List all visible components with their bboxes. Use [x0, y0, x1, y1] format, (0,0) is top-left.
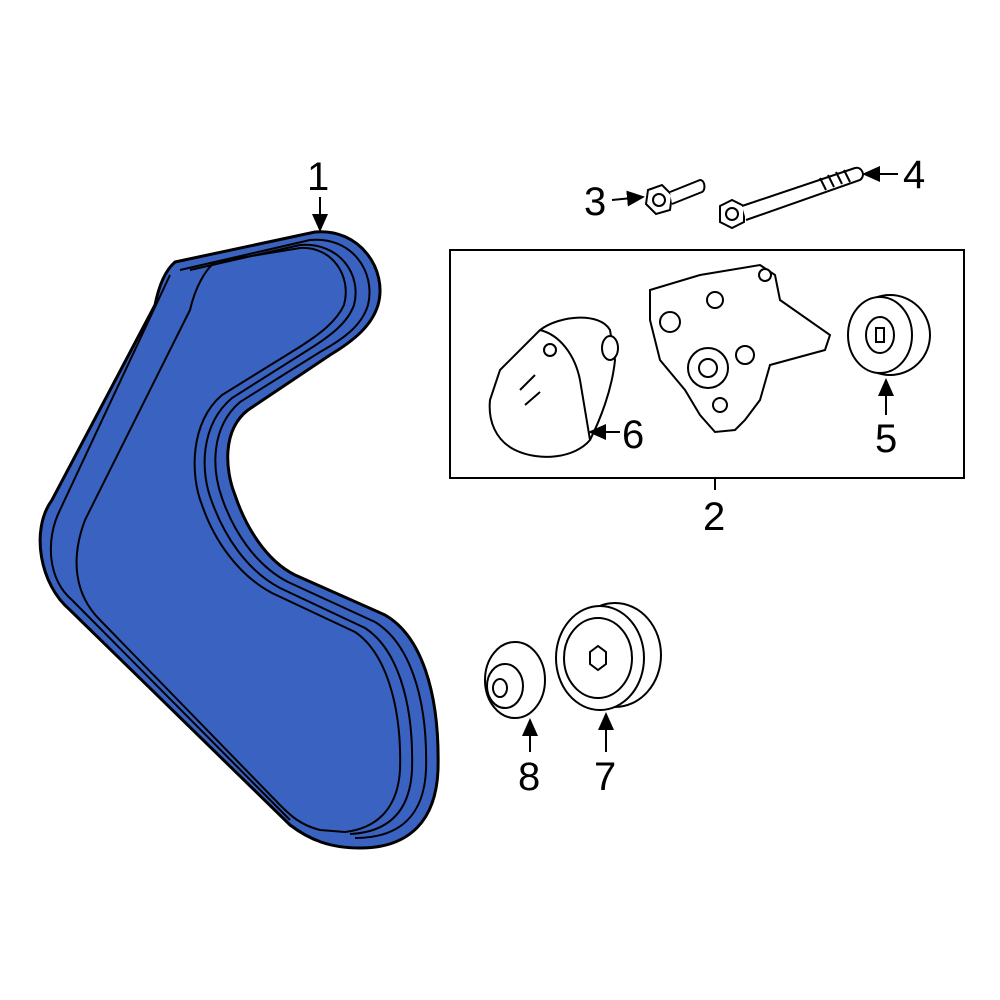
assembly-frame — [449, 249, 965, 479]
callout-label: 4 — [903, 153, 925, 197]
tensioner-bracket[interactable] — [649, 263, 832, 434]
callout-3[interactable]: 3 — [584, 180, 645, 224]
callout-7[interactable]: 7 — [594, 712, 616, 799]
callout-1[interactable]: 1 — [307, 155, 329, 232]
leader-arrow — [611, 190, 645, 207]
callout-label: 2 — [703, 495, 725, 539]
callout-4[interactable]: 4 — [862, 153, 925, 197]
callout-2[interactable]: 2 — [703, 478, 725, 539]
callout-5[interactable]: 5 — [875, 378, 897, 461]
callout-label: 8 — [518, 755, 540, 799]
pulley-cap[interactable] — [484, 641, 546, 719]
tensioner[interactable] — [488, 316, 619, 458]
callout-label: 6 — [622, 413, 644, 457]
callout-8[interactable]: 8 — [518, 718, 540, 799]
bolt[interactable] — [644, 178, 706, 216]
long-bolt[interactable] — [719, 166, 864, 230]
callout-6[interactable]: 6 — [588, 413, 644, 457]
idler-pulley[interactable] — [847, 294, 931, 376]
callout-label: 3 — [584, 180, 606, 224]
callout-label: 7 — [594, 755, 616, 799]
callout-label: 5 — [875, 417, 897, 461]
callout-label: 1 — [307, 155, 329, 199]
crankshaft-pulley[interactable] — [555, 602, 662, 711]
serpentine-belt[interactable] — [38, 230, 440, 850]
